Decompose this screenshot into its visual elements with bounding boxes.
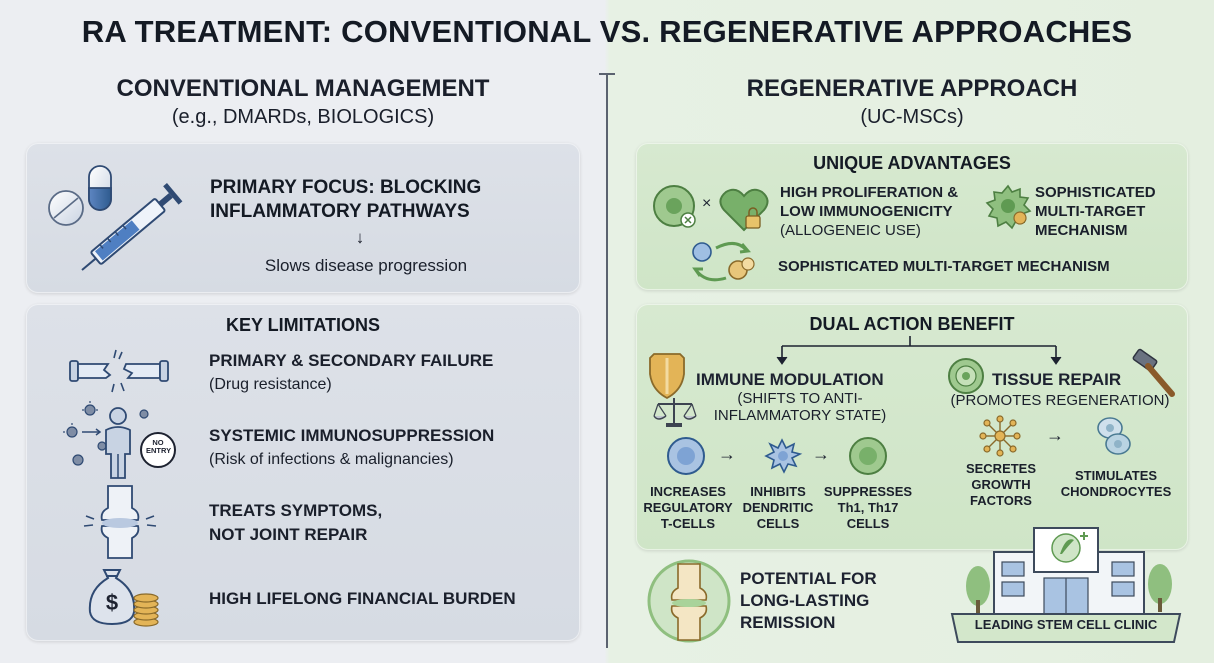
remission-line-3: REMISSION — [740, 613, 836, 632]
step-3-line-2: Th1, Th17 — [837, 500, 899, 515]
repair-secretes-growth: SECRETES GROWTH FACTORS — [956, 461, 1046, 509]
column-divider-cap — [599, 73, 615, 75]
limitation-1-title: PRIMARY & SECONDARY FAILURE — [209, 351, 494, 370]
immunosuppressed-person-icon — [63, 401, 176, 479]
healthy-knee-icon — [647, 559, 731, 643]
remission-line-2: LONG-LASTING — [740, 591, 870, 610]
unique-advantages-panel — [636, 143, 1188, 290]
key-limitations-heading: KEY LIMITATIONS — [225, 315, 380, 335]
times-sign: × — [702, 195, 712, 212]
cell-cycle-arrows-icon — [692, 242, 755, 282]
remission-text: POTENTIAL FOR LONG-LASTING REMISSION — [740, 568, 877, 634]
limitation-3-title-2: NOT JOINT REPAIR — [209, 525, 368, 544]
hammer-icon — [1132, 348, 1175, 397]
conventional-heading: CONVENTIONAL MANAGEMENT — [116, 75, 490, 102]
limitation-2-detail: (Risk of infections & malignancies) — [209, 451, 454, 468]
dual-action-heading: DUAL ACTION BENEFIT — [809, 314, 1015, 334]
advantage-2-line-2: MULTI-TARGET — [1035, 203, 1146, 220]
step-suppresses-th: SUPPRESSES Th1, Th17 CELLS — [820, 484, 916, 532]
immune-modulation-sub-2: INFLAMMATORY STATE) — [713, 407, 887, 424]
regenerative-heading: REGENERATIVE APPROACH — [746, 75, 1078, 102]
repair-2-line-2: CHONDROCYTES — [1060, 484, 1172, 499]
no-entry-sign-label: NO ENTRY — [146, 438, 172, 455]
step-1-line-3: T-CELLS — [660, 516, 716, 531]
step-2-line-1: INHIBITS — [750, 484, 806, 499]
step-2-line-2: DENDRITIC — [742, 500, 814, 515]
knee-joint-icon — [83, 485, 157, 559]
step-3-line-1: SUPPRESSES — [823, 484, 913, 499]
money-bag-icon: $ — [88, 569, 159, 627]
immune-arrow-2: → — [812, 444, 830, 464]
cell-heart-lock-icon — [653, 185, 769, 232]
immune-arrow-1: → — [718, 444, 736, 464]
repair-stimulates-chondrocytes: STIMULATES CHONDROCYTES — [1050, 468, 1182, 500]
tissue-repair-sub: (PROMOTES REGENERATION) — [950, 392, 1170, 409]
page-title: RA TREATMENT: CONVENTIONAL VS. REGENERAT… — [81, 14, 1133, 49]
immune-cells-row — [667, 437, 887, 475]
limitation-3-title: TREATS SYMPTOMS, — [209, 501, 383, 520]
step-3-line-3: CELLS — [846, 516, 890, 531]
step-1-line-1: INCREASES — [650, 484, 726, 499]
primary-focus-panel — [26, 143, 580, 293]
advantage-1-line-1: HIGH PROLIFERATION & — [780, 184, 959, 201]
immune-modulation-title: IMMUNE MODULATION — [696, 370, 884, 389]
advantage-2-line-3: MECHANISM — [1035, 222, 1128, 239]
advantage-1-line-3: (ALLOGENEIC USE) — [780, 222, 921, 239]
broken-pipe-icon — [69, 349, 169, 393]
limitation-1-detail: (Drug resistance) — [209, 376, 332, 393]
regenerative-subheading: (UC-MSCs) — [860, 106, 964, 128]
repair-1-line-3: FACTORS — [970, 493, 1032, 508]
focus-result: Slows disease progression — [264, 256, 468, 275]
advantage-2-line-1: SOPHISTICATED — [1035, 184, 1156, 201]
tissue-cell-icon — [948, 358, 984, 394]
stem-cell-clinic-building-icon — [950, 527, 1182, 643]
repair-1-line-2: GROWTH — [971, 477, 1031, 492]
limitation-4-title: HIGH LIFELONG FINANCIAL BURDEN — [209, 589, 516, 608]
limitation-2-title: SYSTEMIC IMMUNOSUPPRESSION — [209, 426, 495, 445]
repair-cells-row — [979, 415, 1131, 457]
focus-line-1: PRIMARY FOCUS: BLOCKING — [210, 177, 482, 198]
tissue-repair-title: TISSUE REPAIR — [992, 370, 1122, 389]
no-entry-line-1: NO — [152, 438, 164, 447]
immune-modulation-sub-1: (SHIFTS TO ANTI- — [737, 390, 863, 407]
column-divider — [606, 73, 608, 648]
shield-scales-icon — [649, 353, 697, 427]
repair-1-line-1: SECRETES — [965, 461, 1037, 476]
remission-line-1: POTENTIAL FOR — [740, 569, 877, 588]
step-2-line-3: CELLS — [756, 516, 800, 531]
dual-action-branch-arrows — [776, 336, 1062, 365]
no-entry-line-2: ENTRY — [146, 446, 172, 455]
clinic-banner: LEADING STEM CELL CLINIC — [974, 617, 1158, 632]
unique-advantages-heading: UNIQUE ADVANTAGES — [813, 153, 1011, 173]
repair-2-line-1: STIMULATES — [1074, 468, 1158, 483]
step-increases-tcells: INCREASES REGULATORY T-CELLS — [640, 484, 736, 532]
advantage-3: SOPHISTICATED MULTI-TARGET MECHANISM — [778, 258, 1110, 275]
focus-down-arrow: ↓ — [355, 228, 365, 247]
svg-text:$: $ — [106, 590, 118, 615]
step-1-line-2: REGULATORY — [643, 500, 733, 515]
advantage-1-line-2: LOW IMMUNOGENICITY — [780, 203, 953, 220]
pills-syringe-icon — [48, 165, 183, 271]
conventional-subheading: (e.g., DMARDs, BIOLOGICS) — [171, 106, 435, 128]
focus-line-2: INFLAMMATORY PATHWAYS — [210, 201, 470, 222]
spiky-cell-icon — [985, 184, 1032, 230]
repair-arrow: → — [1046, 425, 1064, 445]
dual-action-panel — [636, 304, 1188, 550]
step-inhibits-dendritic: INHIBITS DENDRITIC CELLS — [738, 484, 818, 532]
